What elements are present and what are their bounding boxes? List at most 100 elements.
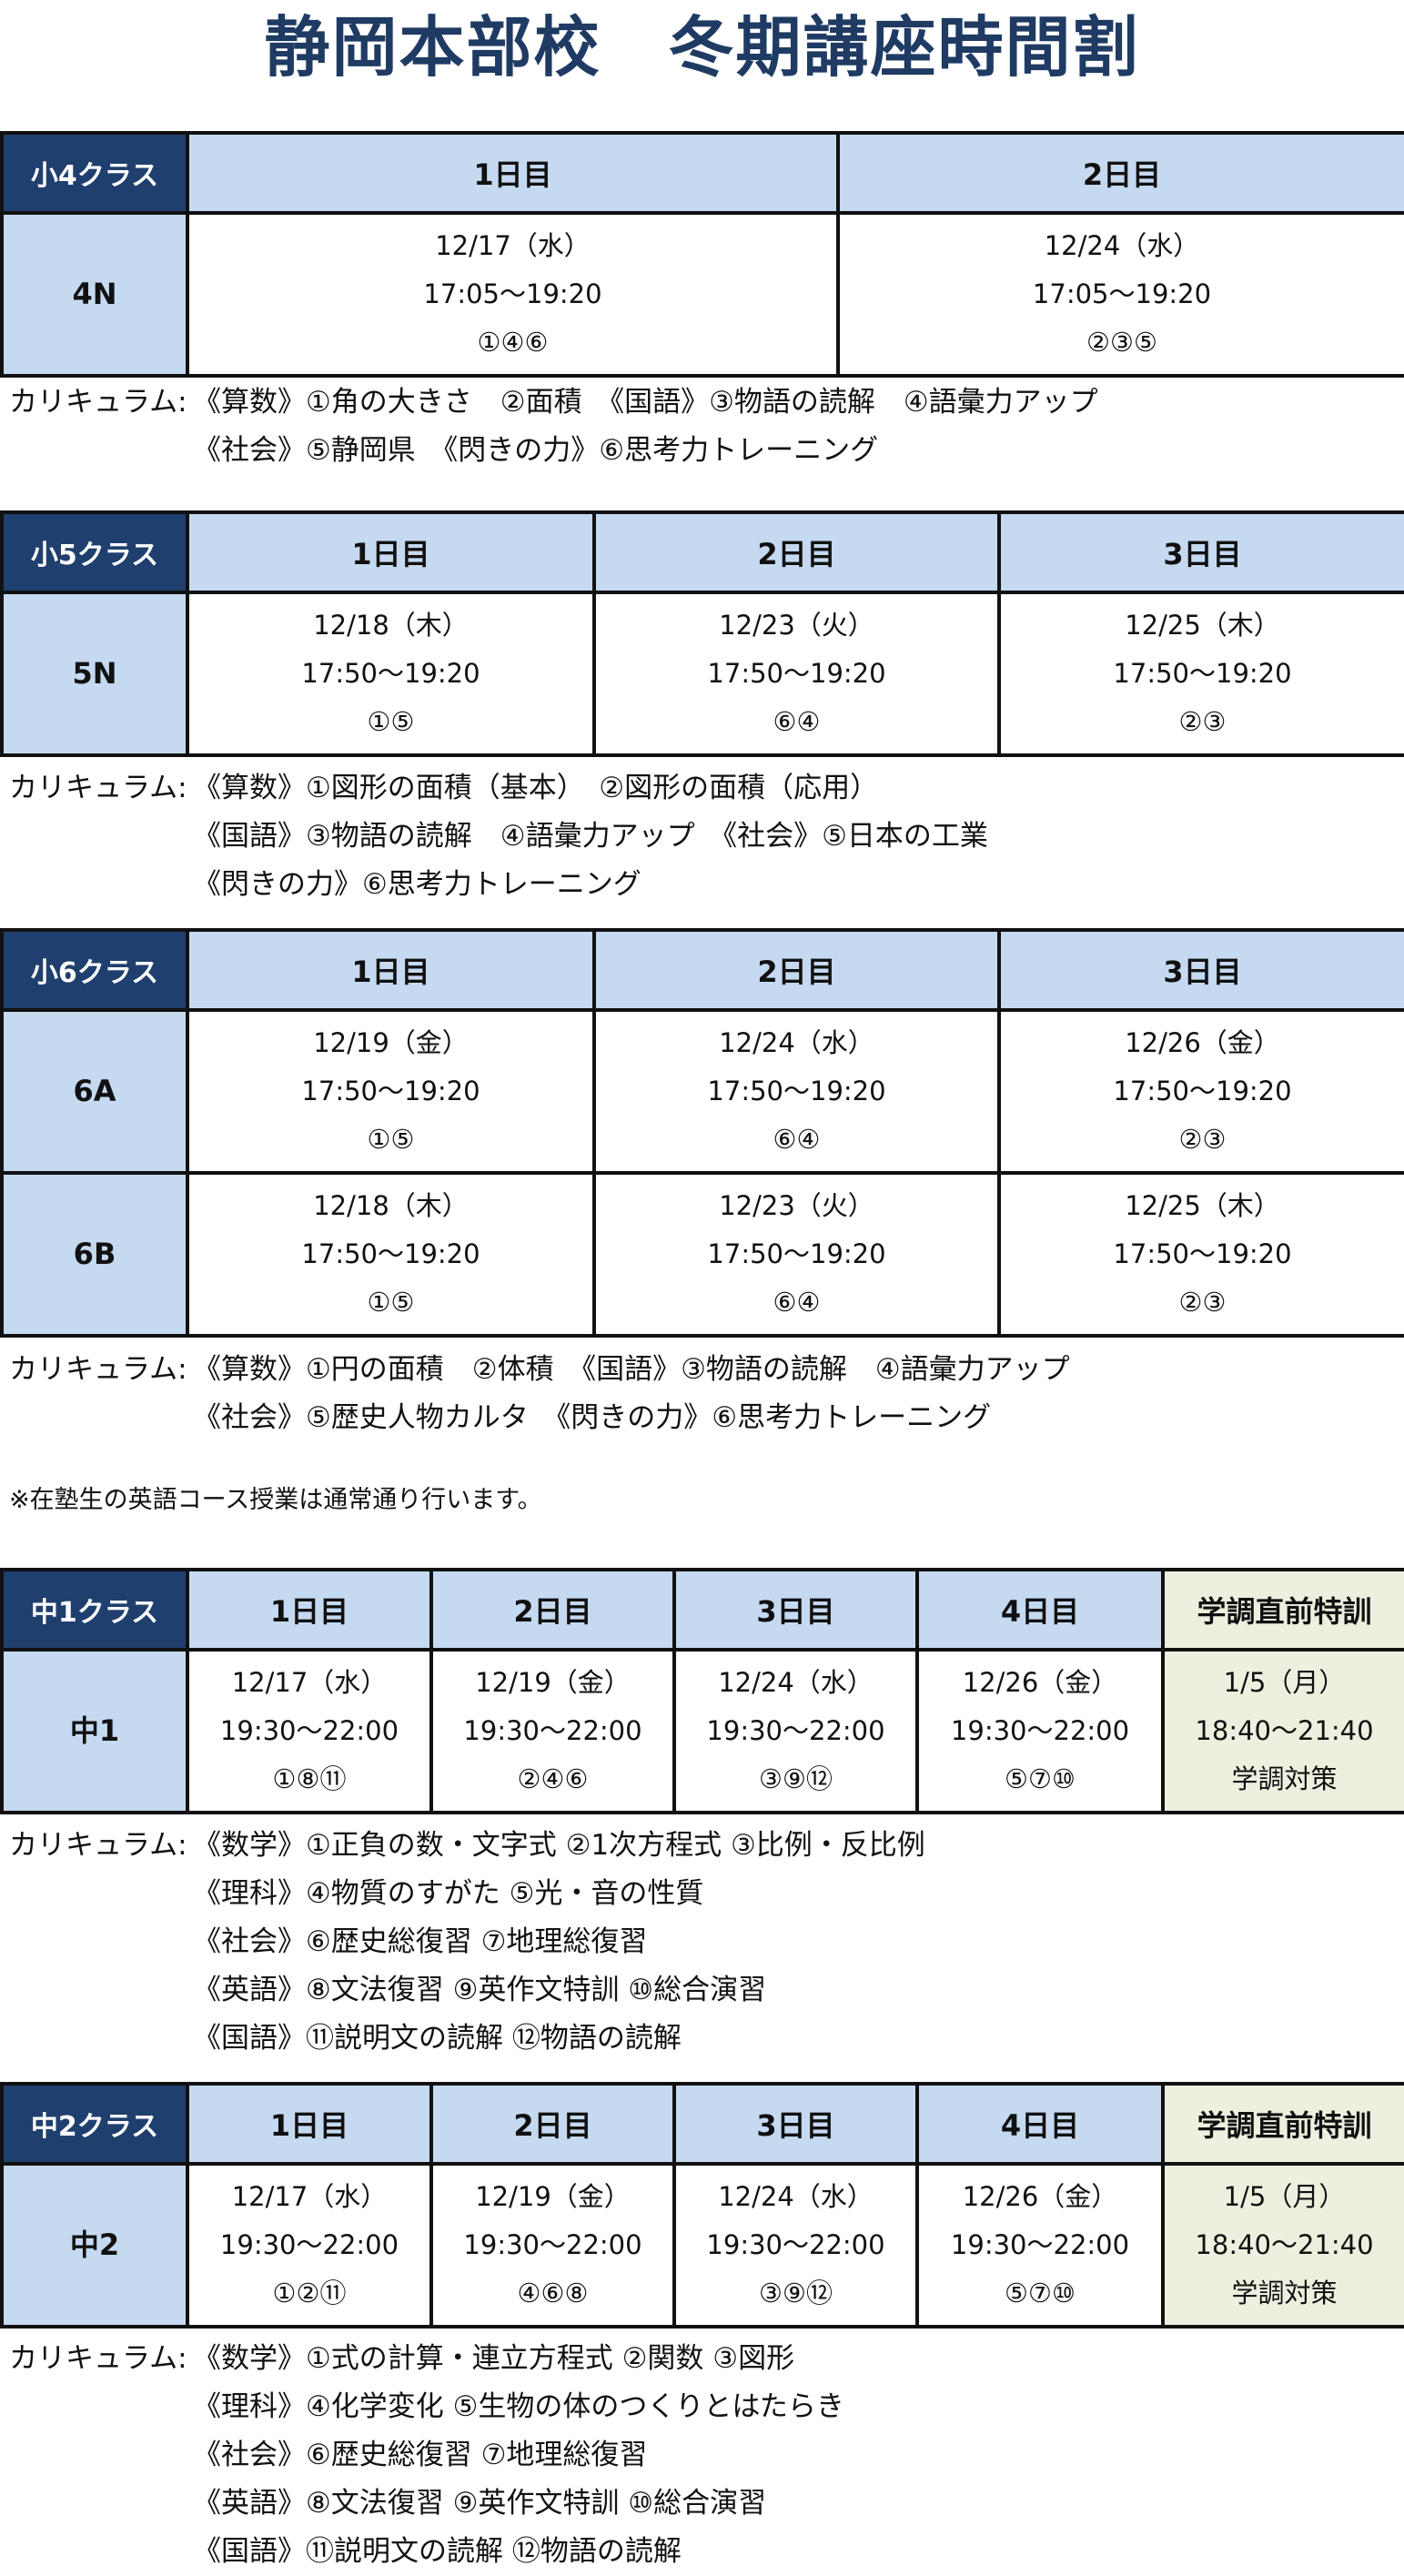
curriculum: カリキュラム:《算数》①角の大きさ ②面積 《国語》③物語の読解 ④語彙力アップ… [9,379,1098,475]
session-topics: ⑤⑦⑩ [1005,1763,1076,1794]
session-time: 19:30〜22:00 [706,1715,885,1746]
curriculum-label [9,1394,193,1442]
session-date: 12/19（金） [475,1667,631,1698]
day-header: 3日目 [672,2082,919,2166]
day-header: 1日目 [186,928,596,1012]
session-date: 12/26（金） [962,1667,1118,1698]
session-time: 17:50〜19:20 [707,1076,886,1106]
session-time: 17:50〜19:20 [1113,658,1292,689]
day-header: 学調直前特訓 [1161,2082,1404,2166]
curriculum-label: カリキュラム: [9,772,187,804]
session-topics: ⑥④ [773,1287,821,1318]
class-label: 小5クラス [0,510,189,594]
day-header: 1日目 [186,2082,433,2166]
curriculum-label: カリキュラム: [9,386,187,419]
curriculum-text: 《数学》①式の計算・連立方程式 ②関数 ③図形 [193,2342,795,2375]
curriculum-line: 《国語》⑪説明文の読解 ⑫物語の読解 [9,2015,925,2063]
curriculum-line: カリキュラム:《算数》①円の面積 ②体積 《国語》③物語の読解 ④語彙力アップ [9,1346,1070,1394]
day-header: 3日目 [672,1568,919,1652]
session-time: 19:30〜22:00 [463,1715,642,1746]
curriculum-text: 《理科》④物質のすがた ⑤光・音の性質 [193,1877,704,1910]
session-time: 19:30〜22:00 [463,2229,642,2260]
curriculum-line: 《社会》⑥歴史総復習 ⑦地理総復習 [9,1918,925,1966]
session-time: 19:30〜22:00 [219,1715,399,1746]
day-header: 3日目 [997,928,1404,1012]
session-date: 1/5（月） [1223,2181,1346,2212]
curriculum-label: カリキュラム: [9,2342,187,2375]
session-date: 12/24（水） [718,1667,874,1698]
curriculum: カリキュラム:《算数》①図形の面積（基本） ②図形の面積（応用）《国語》③物語の… [9,764,988,909]
curriculum-line: 《英語》⑧文法復習 ⑨英作文特訓 ⑩総合演習 [9,2480,844,2528]
session-date: 12/17（水） [231,1667,388,1698]
class-label: 中2クラス [0,2082,189,2166]
curriculum-text: 《社会》⑥歴史総復習 ⑦地理総復習 [193,2439,648,2471]
curriculum-text: 《数学》①正負の数・文字式 ②1次方程式 ③比例・反比例 [193,1829,925,1862]
curriculum-line: カリキュラム:《数学》①式の計算・連立方程式 ②関数 ③図形 [9,2335,844,2383]
session-date: 12/23（火） [719,1190,874,1221]
class-label: 小6クラス [0,928,189,1012]
session-date: 1/5（月） [1223,1667,1346,1698]
day-header: 1日目 [186,510,596,594]
day-header: 3日目 [997,510,1404,594]
curriculum-text: 《英語》⑧文法復習 ⑨英作文特訓 ⑩総合演習 [193,1974,767,2006]
row-label: 中1 [0,1648,189,1814]
session-topics: ④⑥⑧ [517,2278,589,2308]
day-header: 2日目 [429,1568,676,1652]
day-header: 2日目 [836,131,1404,215]
row-label: 5N [0,591,189,757]
day-header: 2日目 [429,2082,676,2166]
curriculum-text: 《社会》⑤静岡県 《閃きの力》⑥思考力トレーニング [193,434,879,467]
curriculum-line: カリキュラム:《算数》①角の大きさ ②面積 《国語》③物語の読解 ④語彙力アップ [9,379,1098,427]
curriculum-line: 《英語》⑧文法復習 ⑨英作文特訓 ⑩総合演習 [9,1966,925,2015]
session-topics: ②③ [1178,1124,1227,1155]
session-time: 17:50〜19:20 [707,658,886,689]
session-time: 17:05〜19:20 [1032,278,1212,309]
session-time: 17:50〜19:20 [301,1076,480,1106]
session-date: 12/25（木） [1125,610,1280,641]
curriculum-label [9,2480,193,2528]
session-topics: 学調対策 [1231,2278,1338,2308]
curriculum-line: 《国語》⑪説明文の読解 ⑫物語の読解 [9,2528,844,2576]
session-date: 12/17（水） [231,2181,388,2212]
session-date: 12/25（木） [1125,1190,1280,1221]
session-time: 19:30〜22:00 [219,2229,399,2260]
session-date: 12/17（水） [435,230,591,261]
english-course-note: ※在塾生の英語コース授業は通常通り行います。 [9,1486,542,1514]
session-topics: ③⑨⑫ [759,1763,833,1794]
row-label: 4N [0,211,189,378]
curriculum: カリキュラム:《数学》①正負の数・文字式 ②1次方程式 ③比例・反比例《理科》④… [9,1822,925,2063]
row-label: 中2 [0,2162,189,2329]
curriculum-line: 《国語》③物語の読解 ④語彙力アップ 《社会》⑤日本の工業 [9,813,988,861]
day-header: 1日目 [186,131,840,215]
curriculum-text: 《社会》⑤歴史人物カルタ 《閃きの力》⑥思考力トレーニング [193,1401,992,1434]
session-time: 18:40〜21:40 [1195,1715,1374,1746]
session-topics: ③⑨⑫ [759,2278,833,2308]
curriculum-label [9,2528,193,2576]
session-date: 12/24（水） [718,2181,874,2212]
session-topics: ②③ [1178,706,1227,737]
curriculum-text: 《社会》⑥歴史総復習 ⑦地理総復習 [193,1925,648,1958]
class-label: 小4クラス [0,131,189,215]
session-date: 12/19（金） [313,1027,469,1058]
day-header: 4日目 [915,2082,1165,2166]
session-topics: ⑥④ [773,706,821,737]
curriculum-label: カリキュラム: [9,1353,187,1386]
